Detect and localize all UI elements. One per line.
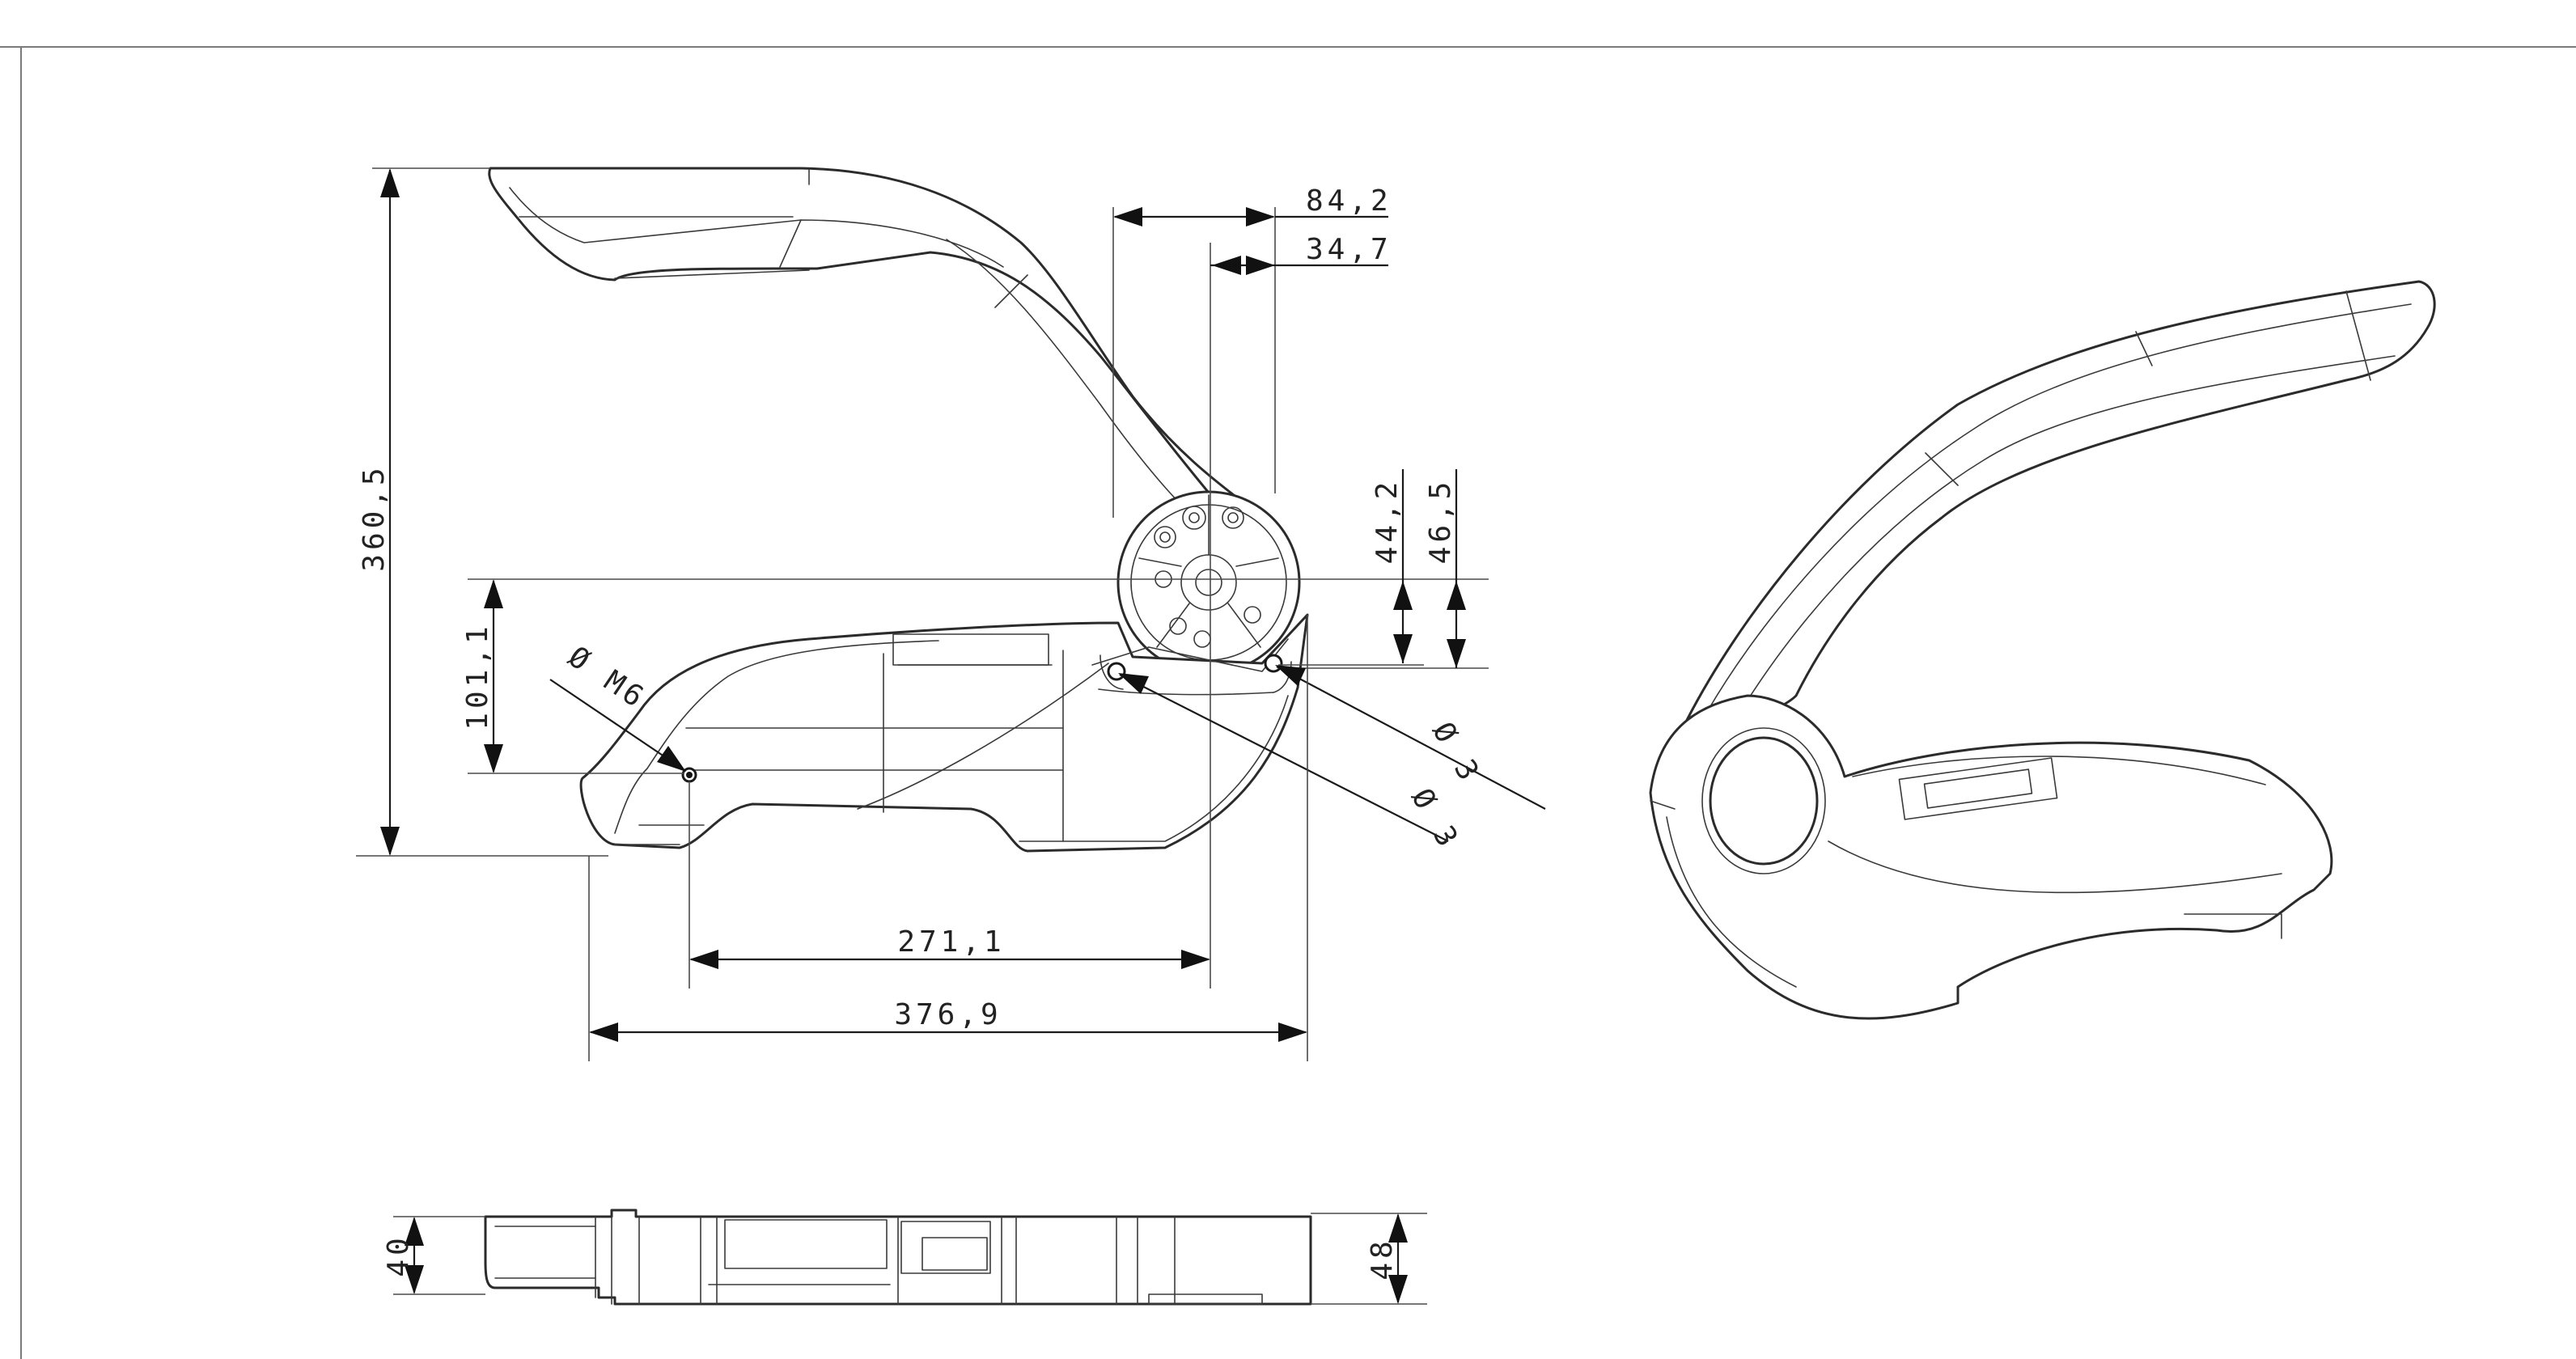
sheet-frame xyxy=(0,46,2576,1359)
side-dimensions: 40 48 xyxy=(382,1213,1427,1305)
dim-height-hole-a: 44,2 xyxy=(1371,478,1404,565)
dim-hinge-inner: 34,7 xyxy=(1306,233,1392,266)
dim-thread-spec: Ø M6 xyxy=(562,640,652,716)
dim-side-thickness: 40 xyxy=(382,1234,415,1276)
dim-overall-height: 360,5 xyxy=(358,464,391,571)
dim-side-height: 48 xyxy=(1366,1237,1399,1280)
front-view xyxy=(488,167,1309,853)
dimensions: 360,5 101,1 84,2 34,7 44,2 46, xyxy=(356,167,1546,1061)
isometric-view xyxy=(1649,280,2436,1020)
armrest-pad-outline xyxy=(488,167,1264,519)
dim-hole-dia-b: Ø 3 xyxy=(1426,717,1487,790)
dim-hole-span: 271,1 xyxy=(897,925,1005,959)
dim-hinge-offset: 84,2 xyxy=(1306,184,1392,218)
dim-hole-dia-a: Ø 3 xyxy=(1405,783,1466,856)
mount-hole-right xyxy=(1264,654,1283,673)
side-view xyxy=(484,1209,1312,1306)
hinge-hub xyxy=(1116,490,1301,675)
mount-hole-left xyxy=(1107,662,1126,681)
dim-overall-length: 376,9 xyxy=(894,998,1002,1031)
dim-height-hole-b: 46,5 xyxy=(1424,478,1457,565)
dim-base-height: 101,1 xyxy=(461,622,494,730)
base-body-outline xyxy=(579,613,1309,853)
